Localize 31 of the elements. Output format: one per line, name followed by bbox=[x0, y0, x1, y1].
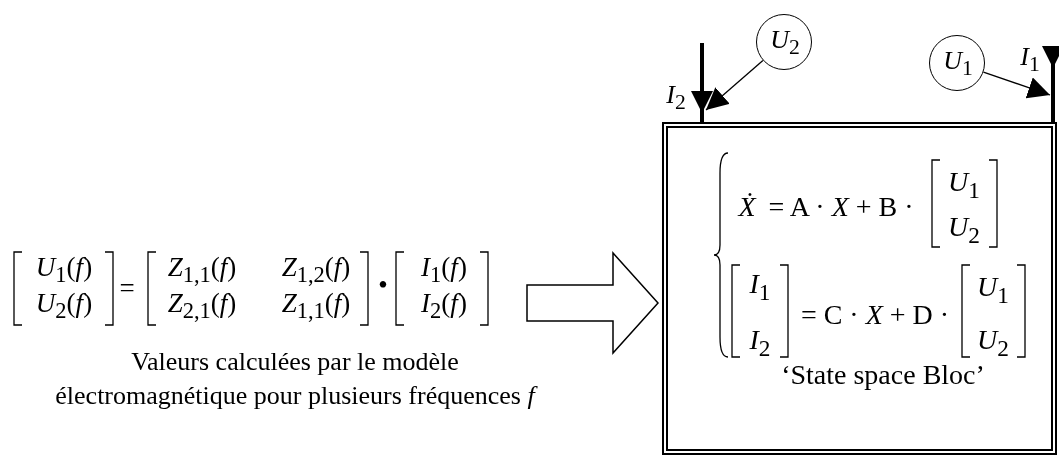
math-term: • bbox=[378, 271, 388, 299]
math-term: U$_{2}$ bbox=[977, 326, 1009, 360]
math-term: U$_{1}$(f) bbox=[35, 253, 93, 287]
block-arrow bbox=[526, 251, 659, 355]
math-term: U$_{2}$(f) bbox=[35, 289, 93, 323]
math-term: = A · X + B · bbox=[768, 193, 914, 221]
math-term: Z$_{2,1}$(f) bbox=[167, 289, 237, 323]
math-term: U$_{1}$ bbox=[948, 168, 980, 202]
math-term: I$_{1}$(f) bbox=[421, 253, 467, 287]
math-term: U$_{1}$ bbox=[977, 273, 1009, 307]
math-term: = C · X + D · bbox=[800, 301, 950, 329]
math-term: Z$_{1,2}$(f) bbox=[281, 253, 351, 287]
voltage-circle bbox=[929, 35, 985, 91]
math-term: I$_{1}$ bbox=[749, 270, 771, 304]
math-term: U$_{1}$ bbox=[943, 48, 973, 80]
math-term: I$_{2}$(f) bbox=[421, 289, 467, 323]
math-term: Ẋ bbox=[738, 193, 756, 221]
current-arrow bbox=[691, 43, 713, 122]
math-term: Z$_{1,1}$(f) bbox=[281, 289, 351, 323]
math-term: I$_{2}$ bbox=[749, 326, 771, 360]
voltage-circle bbox=[756, 14, 812, 70]
math-term: U$_{2}$ bbox=[948, 213, 980, 247]
block-title: ‘State space Bloc’ bbox=[781, 361, 985, 389]
math-term: U$_{2}$ bbox=[770, 27, 800, 59]
math-term: Z$_{1,1}$(f) bbox=[167, 253, 237, 287]
leader-line bbox=[982, 71, 1051, 99]
current-arrow bbox=[1042, 46, 1059, 122]
state-space-block bbox=[662, 122, 1057, 455]
caption-text: Valeurs calculées par le modèle électromagnétique pour plusieurs fréquences f bbox=[35, 345, 555, 413]
math-term: = bbox=[119, 274, 135, 302]
leader-line bbox=[705, 59, 764, 111]
